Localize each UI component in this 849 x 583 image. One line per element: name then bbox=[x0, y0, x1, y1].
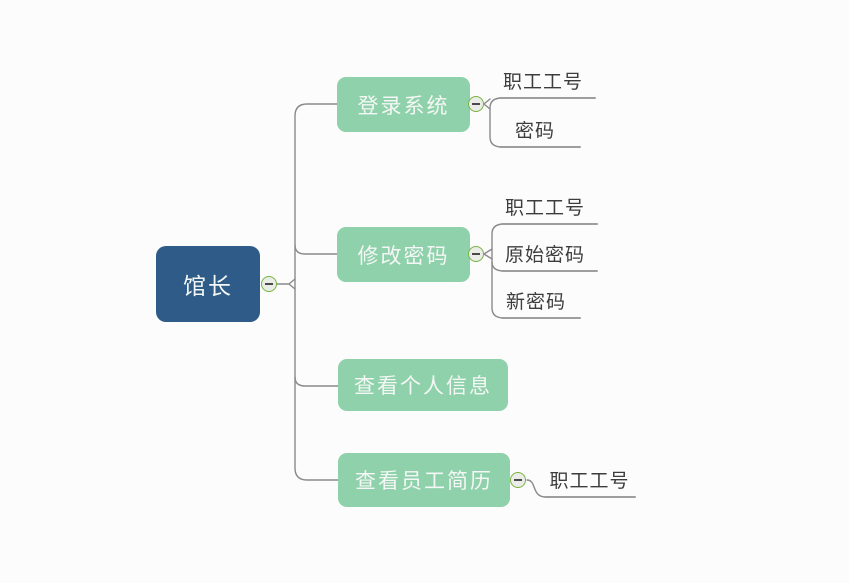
leaf-node[interactable]: 新密码 bbox=[505, 292, 566, 313]
branch-node-view-employee-resume[interactable]: 查看员工简历 bbox=[338, 453, 510, 507]
collapse-toggle[interactable] bbox=[510, 472, 526, 488]
leaf-node[interactable]: 密码 bbox=[514, 121, 555, 142]
minus-icon bbox=[514, 479, 522, 481]
collapse-toggle[interactable] bbox=[468, 96, 484, 112]
minus-icon bbox=[472, 103, 480, 105]
collapse-toggle[interactable] bbox=[261, 276, 277, 292]
collapse-toggle[interactable] bbox=[468, 246, 484, 262]
root-node[interactable]: 馆长 bbox=[156, 246, 260, 322]
leaf-node[interactable]: 职工工号 bbox=[502, 72, 583, 93]
leaf-node[interactable]: 职工工号 bbox=[549, 471, 630, 492]
minus-icon bbox=[472, 253, 480, 255]
branch-node-change-password[interactable]: 修改密码 bbox=[337, 227, 470, 282]
leaf-node[interactable]: 原始密码 bbox=[504, 245, 585, 266]
leaf-node[interactable]: 职工工号 bbox=[504, 198, 585, 219]
minus-icon bbox=[265, 283, 273, 285]
branch-node-view-personal-info[interactable]: 查看个人信息 bbox=[338, 359, 508, 411]
branch-node-login[interactable]: 登录系统 bbox=[337, 77, 470, 132]
